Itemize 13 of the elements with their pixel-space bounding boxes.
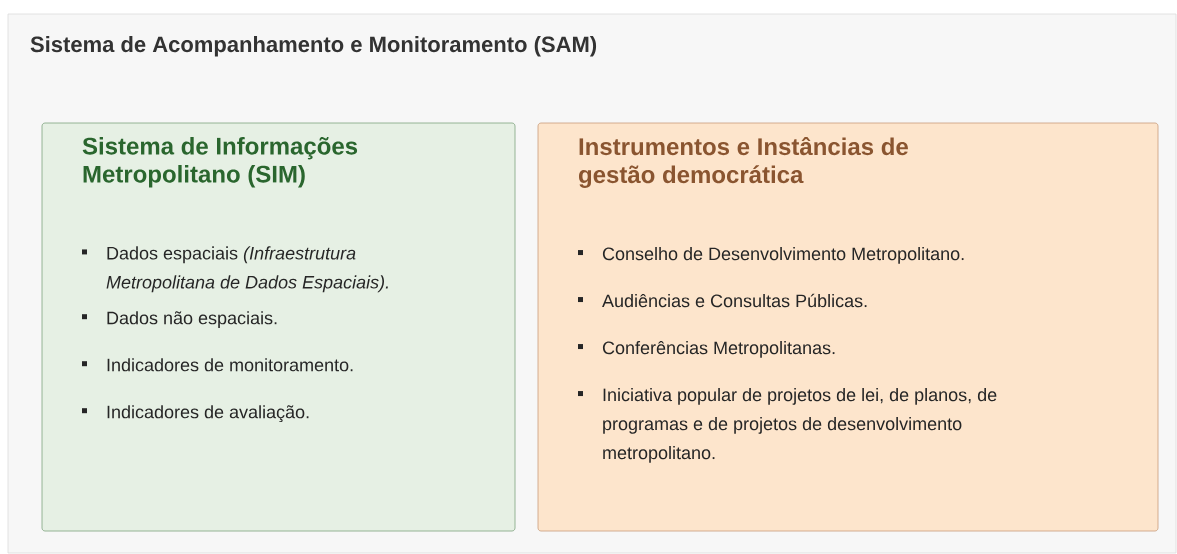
list-item: Dados espaciais (Infraestrutura Metropolitana de Dados Espaciais). xyxy=(82,246,388,293)
list-item: Conferências Metropolitanas. xyxy=(578,340,835,358)
info-box xyxy=(41,122,516,532)
panel-title: Sistema de Acompanhamento e Monitoramento (SAM) xyxy=(30,36,597,57)
info-box xyxy=(537,122,1159,532)
list-item: Audiências e Consultas Públicas. xyxy=(578,293,867,308)
list-item: Indicadores de monitoramento. xyxy=(82,358,353,372)
list-item: Conselho de Desenvolvimento Metropolitano. xyxy=(578,247,964,264)
box-heading: Sistema de Informações Metropolitano (SIM) xyxy=(82,137,358,188)
box-heading: Instrumentos e Instâncias de gestão democrática xyxy=(579,137,908,188)
list-item: Dados não espaciais. xyxy=(82,311,277,328)
list-item: Indicadores de avaliação. xyxy=(82,405,309,422)
list-item: Iniciativa popular de projetos de lei, de planos, de programas e de projetos de desenvolvimento metropolitano. xyxy=(578,388,997,463)
